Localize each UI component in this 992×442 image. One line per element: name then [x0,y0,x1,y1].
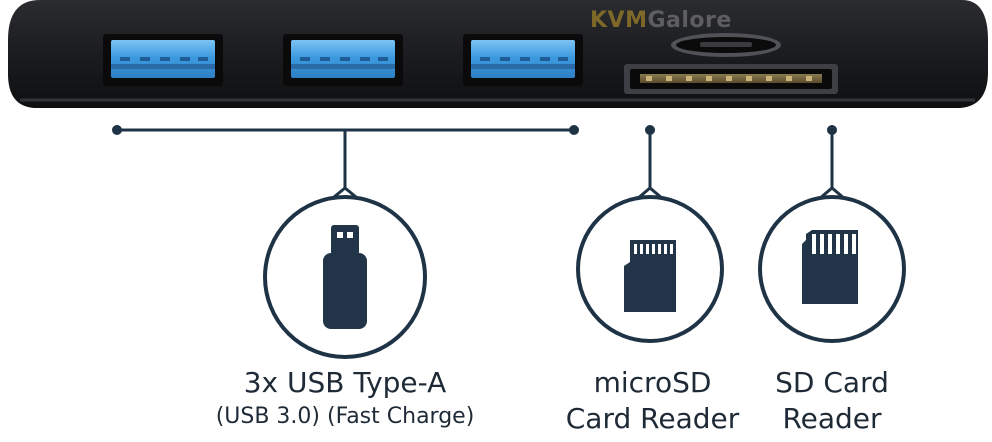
usb-callout-dot-right [569,125,579,135]
watermark-brand-a: KVM [590,8,648,33]
usb-feature-subtitle: (USB 3.0) (Fast Charge) [215,404,475,429]
sd-callout-dot [827,125,837,135]
microsd-card-icon [624,240,676,312]
watermark-logo: KVMGalore [590,8,732,33]
usb-port-3 [463,34,583,86]
sd-feature-title: SD Card [775,366,889,399]
sd-feature-subtitle: Reader [782,402,882,435]
usb-callout-dot-left [112,125,122,135]
watermark-brand-b: Galore [647,8,732,33]
microsd-feature-title: microSD [593,366,712,399]
sd-slot [624,64,838,94]
usb-feature-title: 3x USB Type-A [243,366,447,399]
usb-port-1 [103,34,223,86]
microsd-slot [671,33,781,57]
usb-port-2 [283,34,403,86]
usb-hub-device [8,0,988,108]
microsd-callout-dot [645,125,655,135]
microsd-feature-subtitle: Card Reader [565,402,740,435]
usb-flash-drive-icon [323,225,367,329]
sd-card-icon [802,230,858,304]
